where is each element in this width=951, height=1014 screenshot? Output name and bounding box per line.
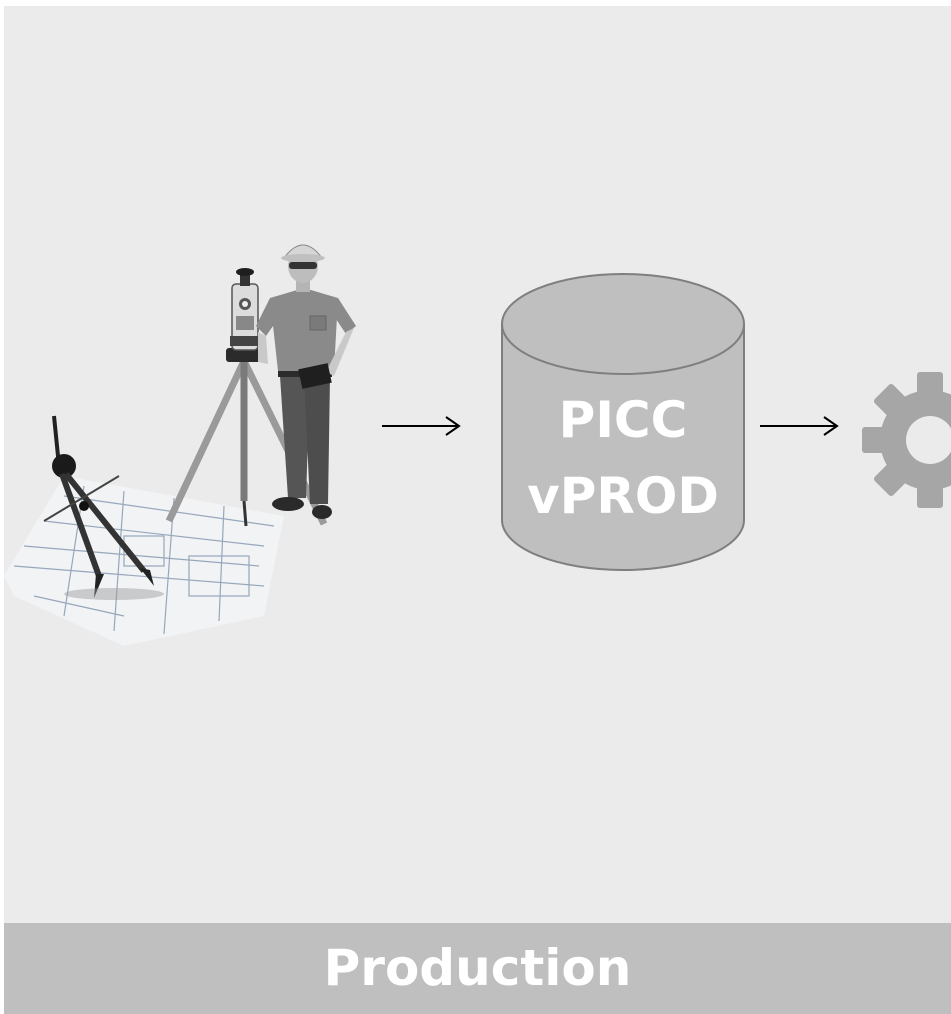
drafting-compass	[43, 415, 164, 600]
gear-icon	[862, 372, 951, 508]
diagram-canvas: PICC vPROD Production	[4, 6, 951, 1014]
footer-bar: Production	[4, 923, 951, 1014]
database-cylinder-icon	[501, 273, 745, 571]
arrow-right-icon	[382, 416, 461, 436]
total-station	[230, 268, 260, 351]
database-label-line2: vPROD	[527, 467, 719, 525]
database-label: PICC vPROD	[500, 382, 746, 534]
blueprint-sheet	[4, 476, 284, 646]
surveyor-figure	[256, 244, 356, 519]
surveyor-illustration	[4, 244, 356, 646]
arrow-right-icon	[760, 416, 839, 436]
footer-title: Production	[323, 939, 632, 997]
database-label-line1: PICC	[558, 391, 688, 449]
